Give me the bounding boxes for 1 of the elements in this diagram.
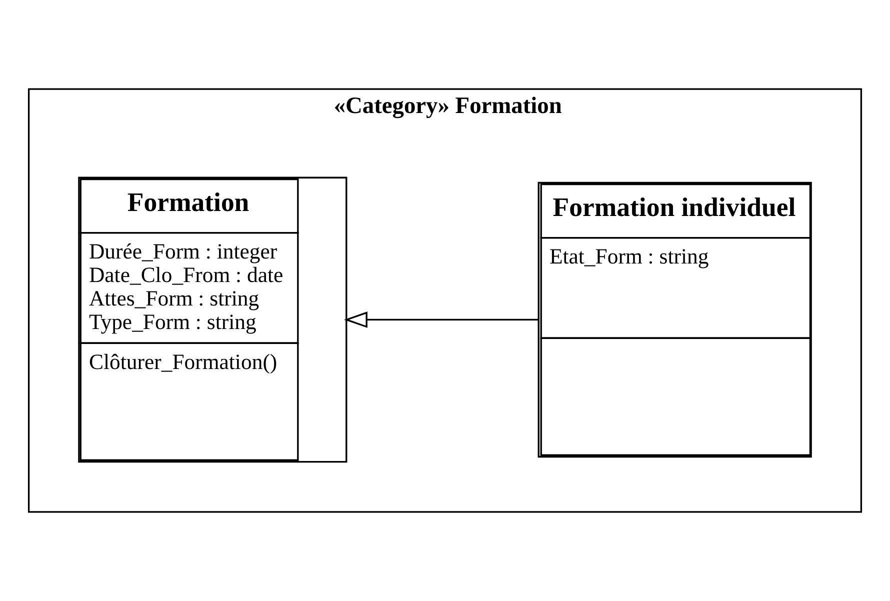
arrow: [344, 312, 539, 328]
